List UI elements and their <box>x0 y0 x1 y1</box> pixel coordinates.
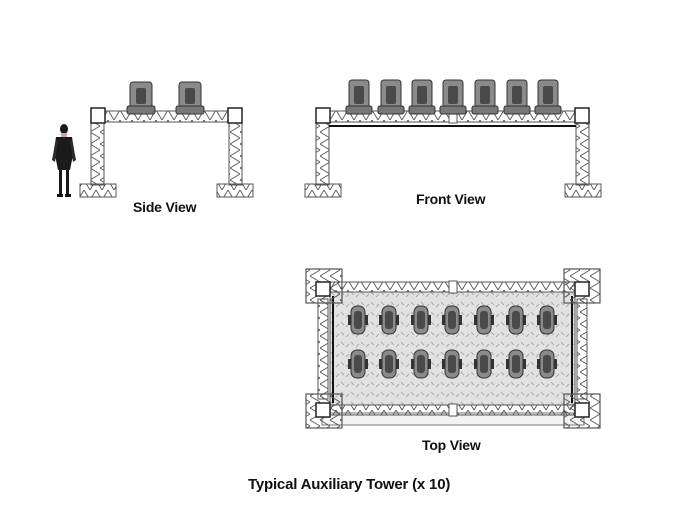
drawing-caption: Typical Auxiliary Tower (x 10) <box>248 476 451 493</box>
top-moving-head <box>348 305 368 335</box>
side-view <box>52 81 254 198</box>
side-right-tower <box>216 122 254 198</box>
front-right-tower <box>564 122 602 198</box>
top-moving-head <box>474 305 494 335</box>
top-moving-head <box>442 305 462 335</box>
top-moving-head <box>411 349 431 379</box>
top-truss-west <box>317 298 329 400</box>
person-figure <box>52 124 76 197</box>
top-moving-head <box>506 349 526 379</box>
front-moving-head <box>439 79 467 115</box>
top-truss-east <box>576 298 588 400</box>
side-view-label: Side View <box>133 199 197 215</box>
top-moving-head <box>506 305 526 335</box>
front-moving-heads <box>345 79 562 115</box>
corner-base-nw <box>305 268 343 304</box>
side-top-truss <box>90 107 243 124</box>
front-moving-head <box>408 79 436 115</box>
top-fixtures-row-2 <box>348 349 557 379</box>
front-moving-head <box>377 79 405 115</box>
top-view <box>305 268 601 429</box>
top-moving-head <box>442 349 462 379</box>
side-moving-head-1 <box>126 81 156 115</box>
front-moving-head <box>534 79 562 115</box>
top-view-label: Top View <box>422 437 481 453</box>
top-moving-head <box>348 349 368 379</box>
front-moving-head <box>503 79 531 115</box>
side-moving-head-2 <box>175 81 205 115</box>
corner-base-ne <box>563 268 601 304</box>
top-moving-head <box>411 305 431 335</box>
top-fixtures-row-1 <box>348 305 557 335</box>
top-moving-head <box>537 349 557 379</box>
top-moving-head <box>474 349 494 379</box>
front-moving-head <box>345 79 373 115</box>
front-view <box>304 79 602 198</box>
front-left-tower <box>304 122 342 198</box>
front-view-label: Front View <box>416 191 486 207</box>
side-left-tower <box>79 122 117 198</box>
top-moving-head <box>537 305 557 335</box>
top-moving-head <box>379 349 399 379</box>
corner-base-se <box>563 393 601 429</box>
corner-base-sw <box>305 393 343 429</box>
front-top-truss <box>315 107 590 127</box>
front-moving-head <box>471 79 499 115</box>
top-moving-head <box>379 305 399 335</box>
